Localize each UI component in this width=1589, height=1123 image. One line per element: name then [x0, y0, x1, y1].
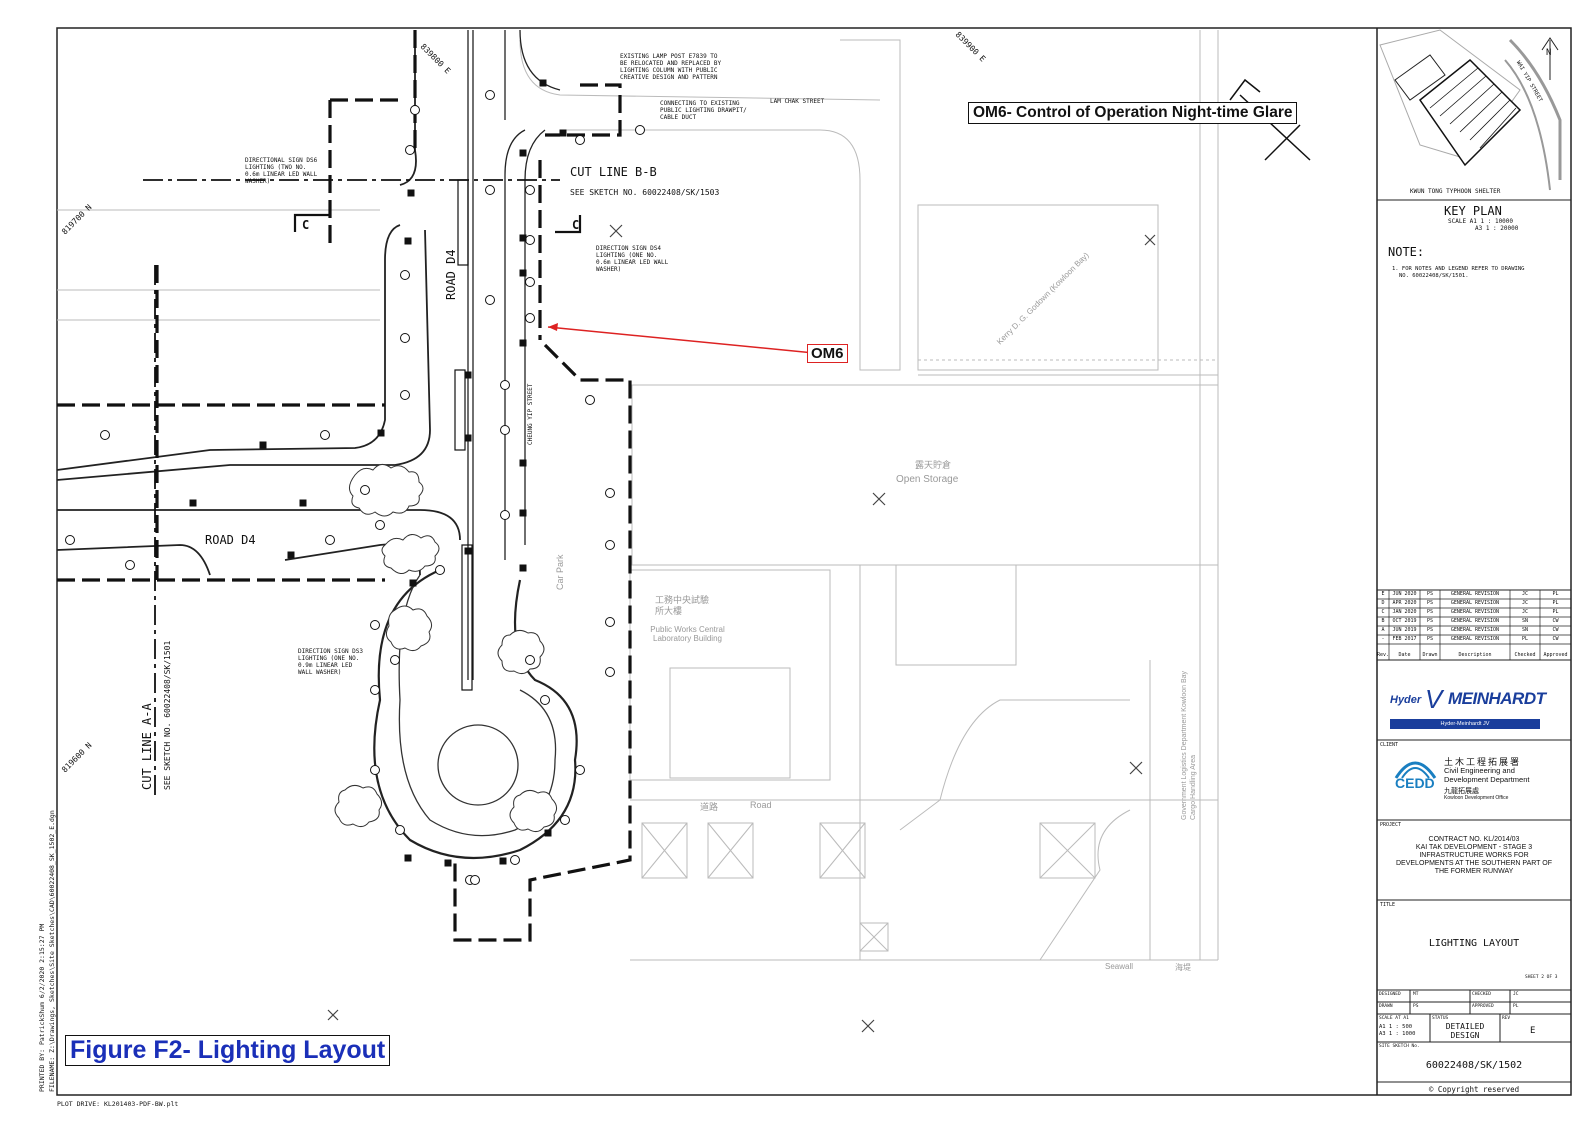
cedd-cn: 土木工程拓展署 [1444, 757, 1522, 767]
logo-swoosh-icon: V [1425, 684, 1443, 714]
printed-by: PRINTED BY: PatrickShum 6/2/2020 2:15:27… [38, 923, 46, 1092]
rev-label: REV [1502, 1016, 1511, 1021]
sketch-ref-aa: SEE SKETCH NO. 60022408/SK/1501 [163, 640, 172, 790]
drawn-value: PS [1413, 1004, 1419, 1009]
rev-value: E [1530, 1026, 1536, 1036]
drawing-border [56, 27, 1572, 1096]
sketch-no: 60022408/SK/1502 [1425, 1060, 1523, 1071]
site-plan [56, 29, 1219, 1033]
seawall: Seawall [1105, 962, 1134, 971]
cut-line-aa: CUT LINE A-A [140, 703, 154, 790]
checked-label: CHECKED [1472, 992, 1491, 997]
kdo-en: Kowloon Development Office [1444, 795, 1509, 801]
lam-chak-street: LAM CHAK STREET [770, 98, 825, 105]
cheung-yip-street: CHEUNG YIP STREET [527, 383, 534, 445]
road-d4-vertical: ROAD D4 [444, 249, 458, 300]
road: Road [750, 800, 772, 810]
sheet-number: SHEET 2 OF 3 [1525, 975, 1558, 980]
cedd-logo: CEDD [1393, 752, 1438, 796]
cedd-text: CEDD [1395, 775, 1435, 791]
status-value: DETAILED DESIGN [1445, 1022, 1485, 1040]
hyder-logo: Hyder [1390, 694, 1422, 706]
cedd-en1: Civil Engineering and [1444, 766, 1515, 775]
approved-label: APPROVED [1472, 1004, 1494, 1009]
jv-bar: Hyder-Meinhardt JV [1390, 719, 1540, 729]
meinhardt-logo: MEINHARDT [1448, 689, 1546, 708]
cedd-en2: Development Department [1444, 775, 1530, 784]
checked-value: JC [1513, 992, 1519, 997]
glare-control-label: OM6- Control of Operation Night-time Gla… [968, 102, 1298, 124]
scale-2: A3 1 : 1000 [1379, 1031, 1416, 1037]
approved-value: PL [1513, 1004, 1519, 1009]
status-label: STATUS [1432, 1016, 1449, 1021]
lab-en: Public Works Central Laboratory Building [650, 625, 725, 643]
section-c-left: C [302, 218, 310, 232]
scale-1: A1 1 : 500 [1379, 1024, 1413, 1030]
section-c-right: C [572, 218, 580, 232]
north-label: N [1546, 48, 1552, 58]
om6-leader-arrow [547, 323, 815, 354]
title-block-lines [1377, 199, 1571, 1083]
cedd-arc-icon [1394, 761, 1437, 779]
drawing-title: LIGHTING LAYOUT [1428, 938, 1520, 949]
project-label: PROJECT [1380, 822, 1402, 828]
sketch-ref-bb: SEE SKETCH NO. 60022408/SK/1503 [570, 188, 720, 197]
note-heading: NOTE: [1388, 245, 1425, 259]
drawn-label: DRAWN [1379, 1004, 1393, 1009]
open-storage-cn: 露天貯倉 [915, 460, 952, 470]
car-park: Car Park [555, 554, 565, 590]
lab-cn: 工務中央試驗所大樓 [655, 595, 710, 616]
filename: FILENAME: Z:\Drawings, Sketches\Site Ske… [48, 810, 56, 1092]
open-storage: Open Storage [896, 474, 959, 485]
key-plan-scale-2: A3 1 : 20000 [1475, 225, 1519, 232]
lighting-fixtures [65, 79, 645, 885]
designed-label: DESIGNED [1379, 992, 1401, 997]
scale-label: SCALE AT A1 [1379, 1016, 1409, 1021]
figure-title: Figure F2- Lighting Layout [65, 1035, 391, 1066]
kdo-cn: 九龍拓展處 [1444, 788, 1479, 795]
cut-line-bb: CUT LINE B-B [570, 165, 657, 179]
road-d4-horizontal: ROAD D4 [205, 533, 256, 547]
key-plan-scale-1: SCALE A1 1 : 10000 [1448, 218, 1514, 225]
govt-logistics: Government Logistics Department Kowloon … [1181, 670, 1197, 820]
road-cn: 道路 [700, 802, 719, 812]
key-plan-heading: KEY PLAN [1444, 204, 1502, 218]
consultant-logo: Hyder V MEINHARDT Hyder-Meinhardt JV [1390, 684, 1555, 734]
om6-label: OM6 [807, 344, 848, 363]
copyright: © Copyright reserved [1428, 1085, 1520, 1094]
key-plan-graphic [1379, 29, 1562, 191]
plot-drive: PLOT DRIVE: KL201403-PDF-BW.plt [57, 1100, 179, 1108]
note-1: 1. FOR NOTES AND LEGEND REFER TO DRAWING [1392, 266, 1525, 272]
designed-value: MT [1413, 992, 1419, 997]
client-label: CLIENT [1380, 742, 1399, 748]
key-plan-caption: KWUN TONG TYPHOON SHELTER [1410, 188, 1501, 195]
seawall-cn: 海堤 [1175, 963, 1191, 972]
sketch-no-label: SITE SKETCH No. [1379, 1044, 1420, 1049]
title-label: TITLE [1380, 902, 1396, 908]
note-1b: NO. 60022408/SK/1501. [1399, 273, 1469, 279]
